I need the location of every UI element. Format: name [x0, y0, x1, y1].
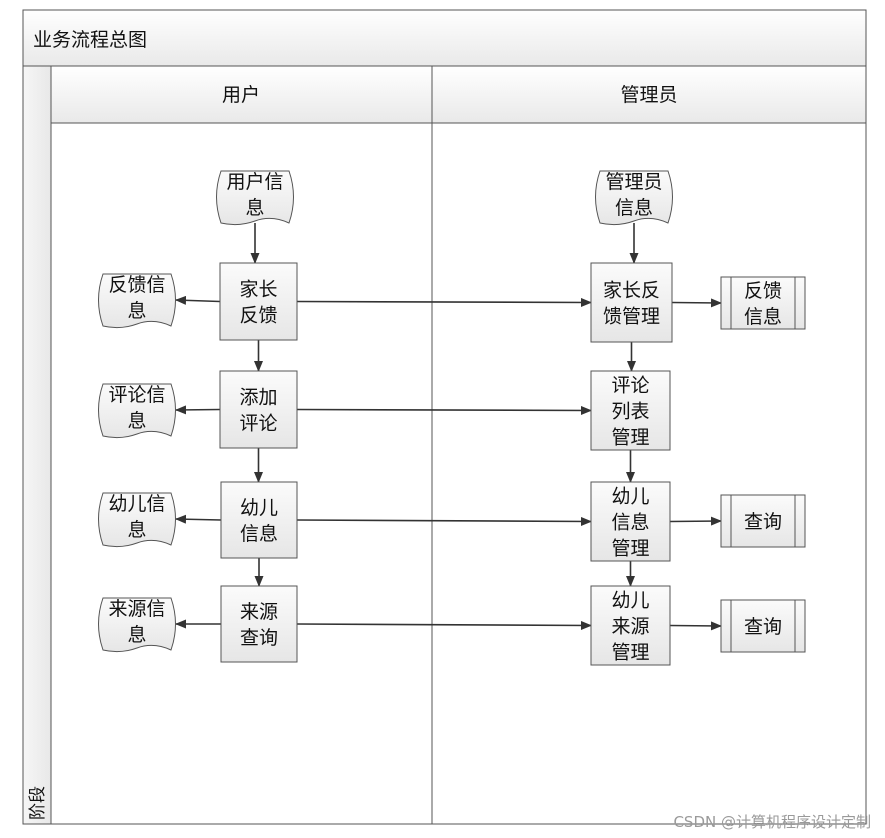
node-source-query-out: 查询 [720, 599, 806, 653]
arrow-feedback-mgmt-to-feedback-out [671, 298, 722, 308]
arrow-child-info-to-child-mgmt [296, 516, 592, 526]
node-text-line: 添加 [239, 387, 277, 409]
process-shape [220, 481, 298, 559]
lane-header-user [50, 65, 433, 124]
node-text-line: 管理员 [605, 171, 662, 193]
node-text-line: 馈管理 [603, 306, 660, 328]
node-text-line: 来源信 [108, 598, 165, 620]
node-text-line: 信息 [240, 523, 278, 545]
node-text-line: 查询 [240, 627, 278, 649]
diagram-title: 业务流程总图 [33, 29, 147, 51]
phase-column [22, 65, 52, 825]
lane-label-admin: 管理员 [620, 84, 677, 106]
document-shape [595, 170, 673, 226]
node-text-line: 反馈信 [108, 274, 165, 296]
arrow-source-mgmt-to-source-query-out [669, 621, 722, 631]
process-shape [220, 585, 298, 663]
process-shape [219, 262, 298, 341]
pool: 业务流程总图 阶段 用户 管理员 [22, 9, 867, 825]
node-text-line: 信息 [744, 306, 782, 328]
node-text-line: 息 [127, 624, 146, 646]
node-text-line: 反馈 [239, 305, 277, 327]
subprocess-shape [720, 494, 806, 548]
lane-label-user: 用户 [222, 84, 260, 106]
node-text-line: 用户信 [226, 171, 283, 193]
node-text-line: 查询 [744, 511, 782, 533]
arrow-parent-feedback-to-feedback-doc [175, 295, 221, 305]
node-child-query: 查询 [720, 494, 806, 548]
node-text-line: 信息 [615, 197, 653, 219]
node-text-line: 信息 [611, 512, 649, 534]
process-shape [590, 585, 671, 666]
process-shape [590, 262, 673, 343]
node-text-line: 幼儿 [611, 590, 649, 612]
node-text-line: 来源 [240, 601, 278, 623]
node-text-line: 列表 [611, 401, 649, 423]
node-text-line: 反馈 [744, 280, 782, 302]
document-shape [98, 273, 176, 329]
node-text-line: 管理 [611, 427, 649, 449]
lane-header-admin [431, 65, 867, 124]
title-bar [22, 9, 867, 67]
arrow-child-info-to-child-doc [175, 514, 222, 524]
process-shape [219, 370, 298, 449]
document-shape [216, 170, 294, 226]
node-text-line: 管理 [611, 642, 649, 664]
phase-label: 阶段 [28, 786, 48, 820]
node-text-line: 家长反 [603, 280, 660, 302]
node-text-line: 息 [127, 519, 146, 541]
node-text-line: 息 [127, 410, 146, 432]
node-text-line: 息 [127, 300, 146, 322]
arrow-add-comment-to-comment-mgmt [296, 405, 592, 415]
process-shape [590, 481, 671, 562]
subprocess-shape [720, 599, 806, 653]
arrow-parent-feedback-to-feedback-mgmt [296, 297, 592, 307]
document-shape [98, 383, 176, 439]
watermark: CSDN @计算机程序设计定制 [673, 813, 871, 831]
document-shape [98, 492, 176, 548]
node-text-line: 管理 [611, 538, 649, 560]
edges [175, 223, 722, 631]
arrow-add-comment-to-comment-doc [175, 405, 221, 415]
node-text-line: 查询 [744, 616, 782, 638]
node-text-line: 评论信 [108, 384, 165, 406]
document-shape [98, 597, 176, 653]
node-text-line: 幼儿 [240, 497, 278, 519]
node-text-line: 息 [245, 197, 264, 219]
node-text-line: 来源 [611, 616, 649, 638]
process-shape [590, 370, 671, 451]
node-text-line: 幼儿信 [108, 493, 165, 515]
node-text-line: 家长 [239, 279, 277, 301]
arrow-child-mgmt-to-child-query [669, 516, 722, 526]
nodes: 用户信息家长反馈添加评论幼儿信息来源查询反馈信息评论信息幼儿信息来源信息管理员信… [98, 170, 806, 666]
node-text-line: 评论 [611, 375, 649, 397]
subprocess-shape [720, 276, 806, 330]
arrow-source-query-to-source-mgmt [296, 620, 592, 630]
node-text-line: 幼儿 [611, 486, 649, 508]
lane-body [50, 122, 867, 825]
node-text-line: 评论 [239, 413, 277, 435]
